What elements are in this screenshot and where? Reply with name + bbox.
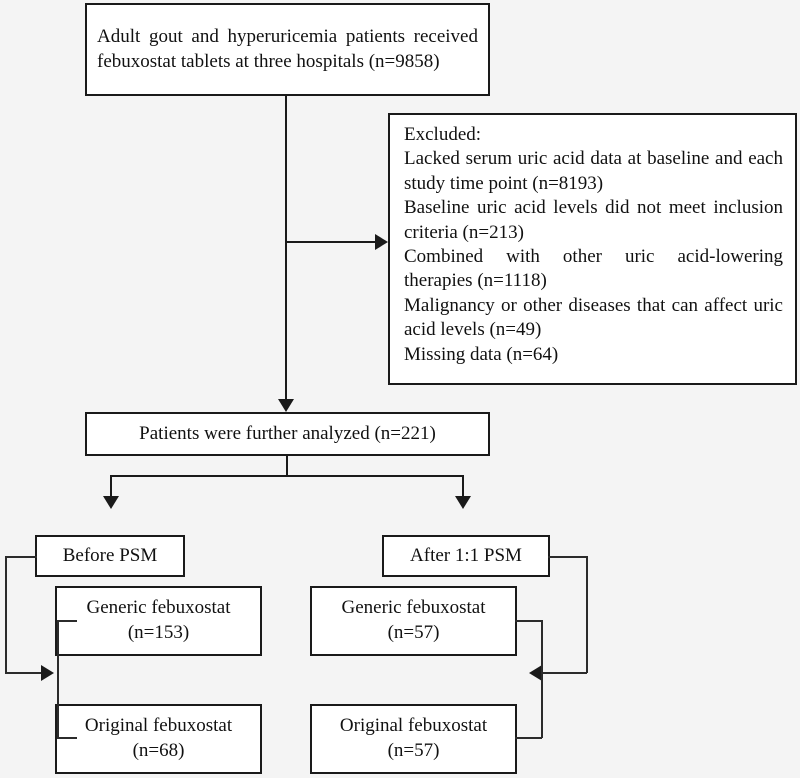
- connector-beforepsm-exit: [5, 556, 37, 558]
- connector-beforepsm-into-bracket: [5, 672, 43, 674]
- node-before-original: Original febuxostat (n=68): [55, 704, 262, 774]
- arrowhead-to-after-psm: [455, 496, 471, 509]
- connector-afterpsm-into-bracket: [542, 672, 587, 674]
- bracket-right-spine: [541, 620, 543, 738]
- node-after-generic-line1: Generic febuxostat: [341, 597, 486, 619]
- node-before-original-text: Original febuxostat (n=68): [67, 714, 250, 763]
- excluded-reason-5: Missing data (n=64): [404, 343, 559, 365]
- arrowhead-before-psm-bracket: [41, 665, 54, 681]
- bracket-right-stub-generic: [515, 620, 542, 622]
- node-before-psm: Before PSM: [35, 535, 185, 577]
- node-before-generic-line1: Generic febuxostat: [86, 597, 231, 619]
- node-before-original-line2: (n=68): [132, 740, 185, 761]
- excluded-reason-3: Combined with other uric acid-lowering t…: [404, 246, 783, 292]
- node-after-original: Original febuxostat (n=57): [310, 704, 517, 774]
- arrowhead-after-psm-bracket: [529, 665, 542, 681]
- node-before-original-line1: Original febuxostat: [84, 715, 233, 737]
- excluded-heading: Excluded:: [404, 124, 482, 145]
- node-after-psm-label: After 1:1 PSM: [410, 544, 522, 566]
- connector-to-excluded: [285, 241, 375, 243]
- node-before-generic-text: Generic febuxostat (n=153): [67, 596, 250, 645]
- node-enrollment: Adult gout and hyperuricemia patients re…: [85, 3, 490, 96]
- arrowhead-to-analyzed: [278, 399, 294, 412]
- bracket-right-stub-original: [515, 737, 542, 739]
- bracket-left-spine: [57, 620, 59, 738]
- connector-split-right-drop: [462, 475, 464, 499]
- node-after-original-line2: (n=57): [387, 740, 440, 761]
- arrowhead-to-excluded: [375, 234, 388, 250]
- node-before-generic-line2: (n=153): [127, 622, 190, 643]
- node-excluded: Excluded: Lacked serum uric acid data at…: [388, 113, 797, 385]
- node-after-original-line1: Original febuxostat: [339, 715, 488, 737]
- node-enrollment-label: Adult gout and hyperuricemia patients re…: [97, 25, 478, 72]
- bracket-left-stub-generic: [57, 620, 77, 622]
- bracket-left-stub-original: [57, 737, 77, 739]
- connector-afterpsm-exit: [548, 556, 587, 558]
- connector-afterpsm-down: [586, 556, 588, 673]
- arrowhead-to-before-psm: [103, 496, 119, 509]
- node-after-generic-text: Generic febuxostat (n=57): [322, 596, 505, 645]
- excluded-reason-4: Malignancy or other diseases that can af…: [404, 294, 783, 341]
- node-analyzed-label: Patients were further analyzed (n=221): [139, 422, 436, 444]
- node-before-generic: Generic febuxostat (n=153): [55, 586, 262, 656]
- excluded-reason-1: Lacked serum uric acid data at baseline …: [404, 148, 783, 194]
- connector-split-bar: [110, 475, 463, 477]
- excluded-reason-2: Baseline uric acid levels did not meet i…: [404, 197, 783, 243]
- connector-split-stem: [286, 456, 288, 476]
- connector-beforepsm-down: [5, 556, 7, 673]
- node-analyzed: Patients were further analyzed (n=221): [85, 412, 490, 456]
- node-after-original-text: Original febuxostat (n=57): [322, 714, 505, 763]
- node-after-generic: Generic febuxostat (n=57): [310, 586, 517, 656]
- connector-enrollment-trunk: [285, 96, 287, 399]
- excluded-text-block: Excluded: Lacked serum uric acid data at…: [404, 123, 783, 367]
- node-after-psm: After 1:1 PSM: [382, 535, 550, 577]
- node-after-generic-line2: (n=57): [387, 622, 440, 643]
- node-before-psm-label: Before PSM: [62, 544, 158, 566]
- connector-split-left-drop: [110, 475, 112, 499]
